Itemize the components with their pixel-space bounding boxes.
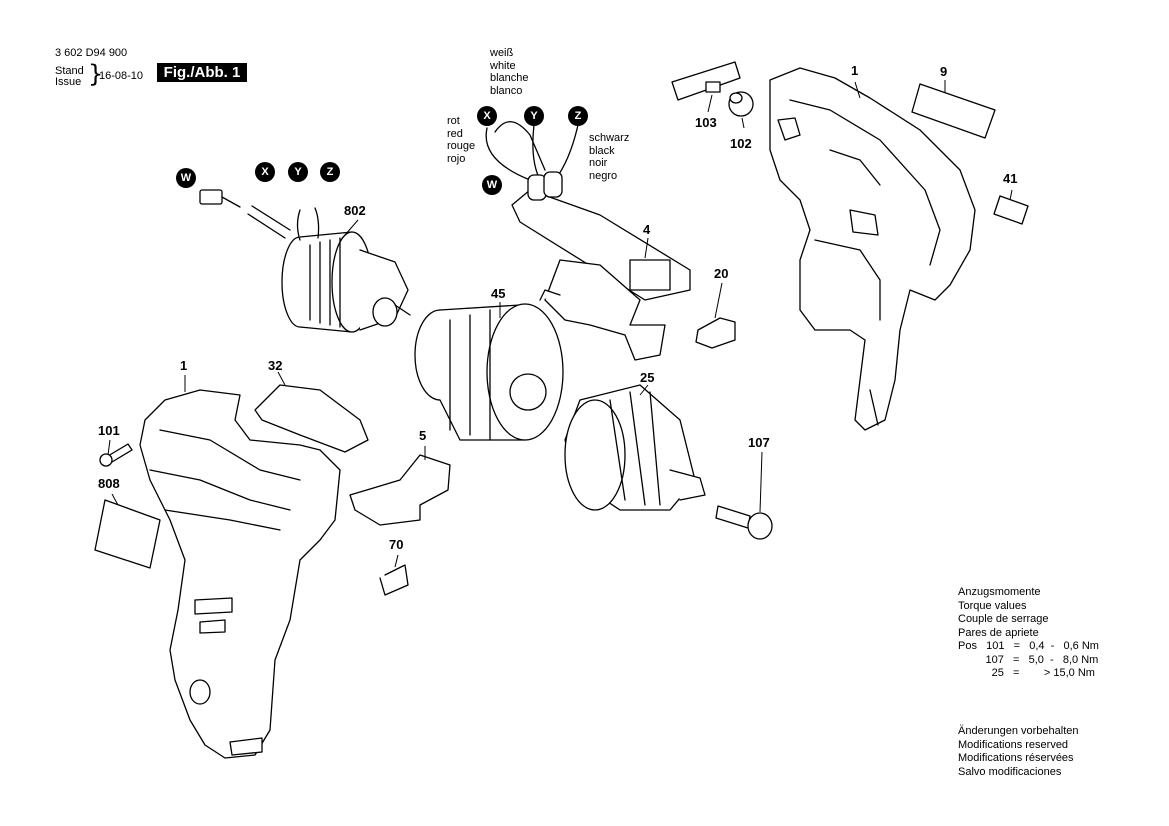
connector-badge-y: Y: [524, 106, 544, 126]
button-32: [254, 384, 369, 453]
wire-label-text: rot: [447, 115, 460, 127]
torque-row: Pos 101 = 0,4 - 0,6 Nm: [958, 640, 1099, 652]
motor-802: [199, 189, 411, 333]
switch-module-4: [511, 171, 691, 361]
wire-label-white: weiß white blanche blanco: [490, 47, 529, 97]
connector-badge-w: W: [176, 168, 196, 188]
chuck-25: [564, 384, 706, 511]
spring-70: [379, 564, 409, 596]
part-number-20: 20: [714, 266, 729, 281]
connector-badge-y: Y: [288, 162, 308, 182]
label-plate-9: [911, 83, 996, 139]
switch-plate-103: [671, 61, 741, 101]
cap-102: [728, 91, 754, 117]
stand-label: Stand: [55, 65, 84, 77]
torque-title-de: Anzugsmomente: [958, 586, 1041, 598]
torque-title-es: Pares de apriete: [958, 626, 1039, 639]
connector-badge-z: Z: [320, 162, 340, 182]
wire-label-text: blanco: [490, 84, 523, 97]
figure-label: Fig./Abb. 1: [157, 63, 247, 82]
part-number-9: 9: [940, 64, 948, 79]
modifications-fr: Modifications réservées: [958, 752, 1074, 764]
part-number-1: 1: [851, 63, 859, 78]
wire-label-text: black: [589, 144, 615, 157]
wire-label-text: negro: [589, 169, 618, 182]
part-number-101: 101: [98, 423, 120, 438]
wire-label-text: weiß: [490, 47, 514, 59]
wire-label-text: rojo: [447, 152, 466, 165]
switch-wires: [485, 121, 579, 181]
modifications-de: Änderungen vorbehalten: [958, 725, 1079, 737]
connector-badge-x: X: [255, 162, 275, 182]
part-number-70: 70: [389, 537, 404, 552]
wire-label-text: white: [490, 59, 516, 72]
modifications-notice: Änderungen vorbehalten Modifications res…: [958, 725, 1078, 779]
torque-values-block: Anzugsmomente Torque values Couple de se…: [958, 586, 1099, 681]
torque-row: 107 = 5,0 - 8,0 Nm: [958, 653, 1099, 666]
part-number-25: 25: [640, 370, 655, 385]
part-number-41: 41: [1003, 171, 1018, 186]
part-number-107: 107: [748, 435, 770, 450]
slide-switch-5: [349, 454, 451, 526]
wire-label-text: red: [447, 127, 463, 140]
stand-issue-labels: Stand Issue: [55, 66, 84, 88]
part-number-5: 5: [419, 428, 427, 443]
connector-badge-w: W: [482, 175, 502, 195]
modifications-es: Salvo modificaciones: [958, 765, 1062, 778]
part-number-808: 808: [98, 476, 120, 491]
part-number-45: 45: [491, 286, 506, 301]
modifications-en: Modifications reserved: [958, 738, 1069, 751]
issue-label: Issue: [55, 76, 82, 88]
connector-badge-z: Z: [568, 106, 588, 126]
wire-label-text: schwarz: [589, 132, 630, 144]
part-number-1: 1: [180, 358, 188, 373]
part-number-102: 102: [730, 136, 752, 151]
issue-date: 16-08-10: [99, 70, 144, 82]
torque-title-fr: Couple de serrage: [958, 613, 1049, 625]
label-plate-808: [94, 499, 161, 569]
brace-glyph: }: [88, 60, 104, 88]
wire-label-black: schwarz black noir negro: [589, 132, 629, 182]
wire-label-text: noir: [589, 157, 608, 169]
part-number-32: 32: [268, 358, 283, 373]
screw-101: [99, 443, 133, 467]
part-number-4: 4: [643, 222, 651, 237]
screw-107: [715, 505, 773, 540]
part-number-802: 802: [344, 203, 366, 218]
slider-20: [695, 317, 736, 349]
label-plate-41: [993, 195, 1029, 225]
torque-row: 25 = > 15,0 Nm: [958, 667, 1095, 679]
wire-label-red: rot red rouge rojo: [447, 115, 475, 165]
part-number-103: 103: [695, 115, 717, 130]
torque-title-en: Torque values: [958, 599, 1027, 612]
wire-label-text: rouge: [447, 140, 476, 152]
gearbox-45: [414, 303, 564, 441]
connector-badge-x: X: [477, 106, 497, 126]
housing-half-left: [139, 389, 341, 759]
leader-lines: [107, 80, 1013, 568]
document-number: 3 602 D94 900: [55, 47, 128, 59]
wire-label-text: blanche: [490, 72, 529, 84]
housing-half-right: [769, 67, 976, 431]
